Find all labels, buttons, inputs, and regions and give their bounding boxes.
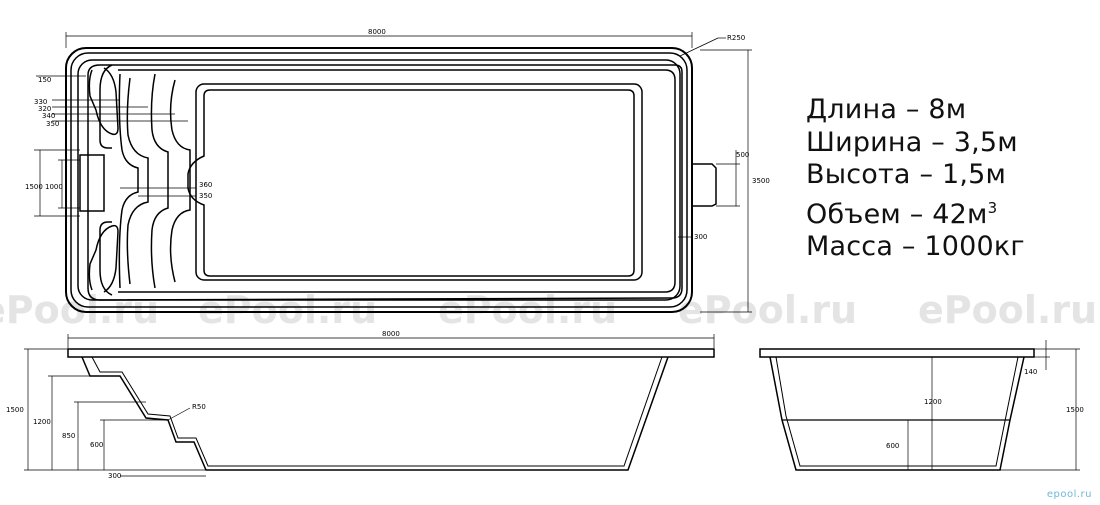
end-dim-600: 600 xyxy=(886,442,899,450)
dim-overall-length: 8000 xyxy=(368,28,386,36)
end-view xyxy=(759,348,1035,471)
side-dim-300: 300 xyxy=(108,472,121,480)
top-view-dimensions xyxy=(34,32,752,313)
top-view-dimension-labels: 8000 R250 3500 150 330 320 340 350 1500 … xyxy=(25,28,770,241)
side-dim-600: 600 xyxy=(90,441,103,449)
end-view-dimensions xyxy=(907,340,1080,471)
step-contour-a xyxy=(118,73,139,289)
side-view-dimension-labels: 8000 1500 1200 850 600 300 R50 xyxy=(6,330,400,480)
dim-350: 350 xyxy=(46,120,59,128)
step-outline-3 xyxy=(118,69,676,293)
side-dim-height: 1500 xyxy=(6,406,24,414)
side-dim-radius: R50 xyxy=(192,403,206,411)
brand-logo-text: epool.ru xyxy=(1046,489,1092,500)
dim-1500: 1500 xyxy=(25,183,43,191)
dim-300: 300 xyxy=(694,233,707,241)
spec-length: Длина – 8м xyxy=(806,94,967,125)
watermark-text: ePool.ru xyxy=(198,288,377,332)
dim-150: 150 xyxy=(38,76,51,84)
step-outline-2 xyxy=(99,64,113,296)
end-rim xyxy=(759,348,1035,358)
side-profile xyxy=(81,356,669,471)
spec-height: Высота – 1,5м xyxy=(806,159,1007,190)
dim-width: 3500 xyxy=(752,177,770,185)
pool-rim-inner xyxy=(70,52,688,308)
dim-330: 330 xyxy=(34,98,47,106)
watermark-text: ePool.ru xyxy=(678,288,857,332)
left-nozzle xyxy=(79,154,105,212)
end-dim-height: 1500 xyxy=(1066,406,1084,414)
watermark-row: ePool.ru ePool.ru ePool.ru ePool.ru ePoo… xyxy=(0,288,1097,332)
side-view xyxy=(67,348,715,471)
pool-bowl-inner xyxy=(187,89,635,277)
dim-360: 360 xyxy=(199,181,212,189)
side-view-dimensions xyxy=(24,334,715,477)
pool-specifications: Длина – 8м Ширина – 3,5м Высота – 1,5м О… xyxy=(806,94,1025,264)
dim-350b: 350 xyxy=(199,192,212,200)
side-dim-1200: 1200 xyxy=(33,418,51,426)
steps-left-top xyxy=(88,67,119,136)
end-inner-line xyxy=(775,356,1019,467)
pool-bowl-outer xyxy=(195,83,643,281)
top-view xyxy=(65,47,717,313)
dim-1000: 1000 xyxy=(45,183,63,191)
step-contour-c xyxy=(169,79,191,283)
pool-wall-line xyxy=(77,59,681,301)
step-contour-b xyxy=(150,73,169,289)
pool-outer-rim xyxy=(65,47,693,313)
dim-500: 500 xyxy=(736,151,749,159)
dim-corner-radius: R250 xyxy=(727,34,745,42)
end-dim-1200: 1200 xyxy=(924,398,942,406)
step-outline-1 xyxy=(87,64,683,301)
dim-340: 340 xyxy=(42,112,55,120)
spec-width: Ширина – 3,5м xyxy=(806,126,1018,158)
spec-mass: Масса – 1000кг xyxy=(806,231,1025,262)
right-skimmer xyxy=(692,163,717,207)
side-inner-line xyxy=(91,356,663,467)
side-dim-850: 850 xyxy=(62,432,75,440)
steps-left-bottom xyxy=(88,224,119,293)
side-rim xyxy=(67,348,715,358)
end-view-dimension-labels: 140 1200 600 1500 xyxy=(886,368,1084,450)
spec-volume: Объем – 42м3 xyxy=(806,192,1025,232)
spec-volume-text: Объем – 42м xyxy=(806,198,988,230)
end-dim-140: 140 xyxy=(1024,368,1037,376)
spec-volume-exponent: 3 xyxy=(987,198,998,217)
side-dim-length: 8000 xyxy=(382,330,400,338)
dim-320: 320 xyxy=(38,105,51,113)
watermark-text: ePool.ru xyxy=(918,288,1097,332)
end-profile xyxy=(769,356,1025,471)
watermark-text: ePool.ru xyxy=(438,288,617,332)
